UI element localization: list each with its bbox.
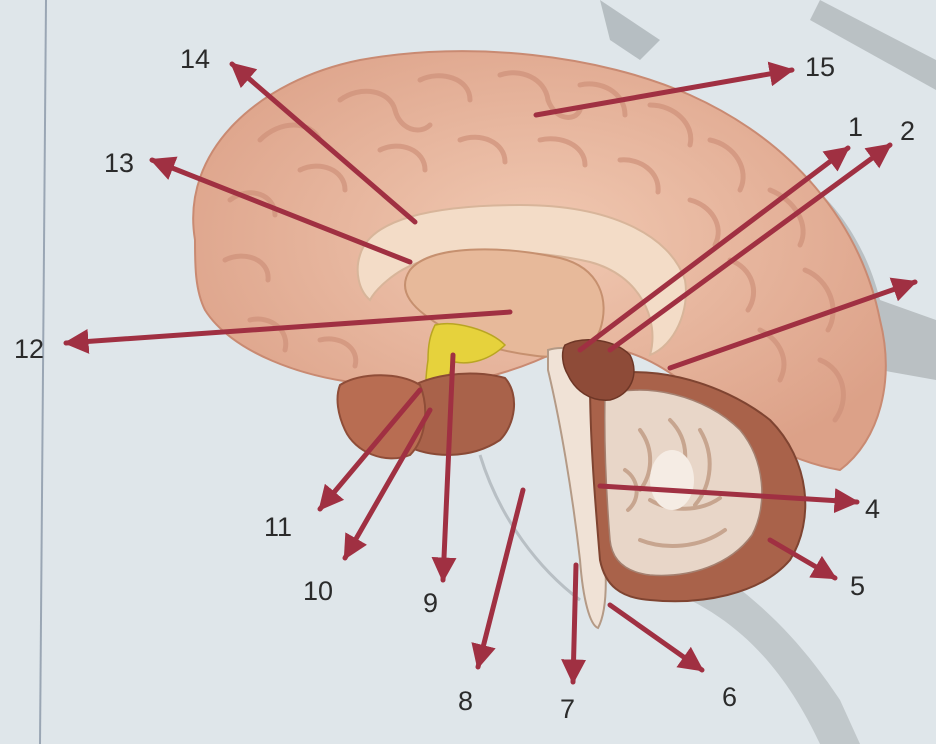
label-7: 7 (560, 694, 575, 724)
label-12: 12 (14, 334, 44, 364)
label-13: 13 (104, 148, 134, 178)
label-6: 6 (722, 682, 737, 712)
arrow-7 (573, 565, 576, 682)
label-8: 8 (458, 686, 473, 716)
label-5: 5 (850, 571, 865, 601)
label-11: 11 (264, 512, 292, 542)
label-15: 15 (805, 52, 835, 82)
label-2: 2 (900, 116, 915, 146)
label-10: 10 (303, 576, 333, 606)
label-4: 4 (865, 494, 880, 524)
label-1: 1 (848, 112, 863, 142)
label-14: 14 (180, 44, 210, 74)
label-9: 9 (423, 588, 438, 618)
